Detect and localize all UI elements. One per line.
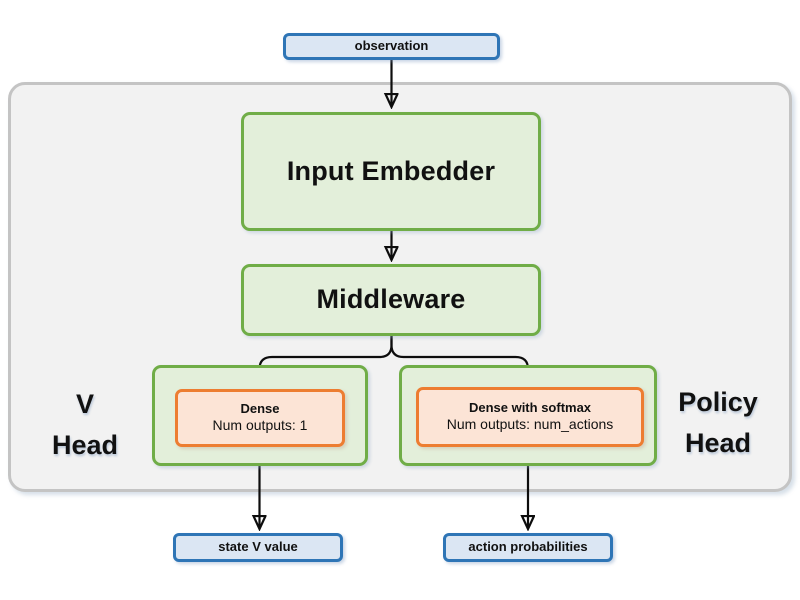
- policy-head-dense-subtitle: Num outputs: num_actions: [446, 416, 614, 433]
- action-probabilities-node: action probabilities: [443, 533, 613, 562]
- v-head-dense-title: Dense: [240, 401, 280, 417]
- middleware-node: Middleware: [241, 264, 541, 336]
- input-embedder-node: Input Embedder: [241, 112, 541, 231]
- v-head-label: V Head: [25, 384, 145, 465]
- middleware-label: Middleware: [316, 284, 466, 315]
- policy-head-label: Policy Head: [655, 382, 781, 463]
- v-head-label-line1: V: [75, 389, 94, 419]
- policy-head-dense-node: Dense with softmax Num outputs: num_acti…: [416, 387, 644, 447]
- state-v-value-node: state V value: [173, 533, 343, 562]
- v-head-label-line2: Head: [51, 429, 119, 460]
- policy-head-label-line2: Head: [684, 427, 752, 458]
- observation-label: observation: [354, 38, 429, 54]
- input-embedder-label: Input Embedder: [286, 155, 496, 186]
- state-v-value-label: state V value: [218, 539, 298, 555]
- action-probabilities-label: action probabilities: [468, 539, 588, 555]
- observation-node: observation: [283, 33, 500, 60]
- policy-head-dense-title: Dense with softmax: [468, 400, 592, 416]
- v-head-dense-subtitle: Num outputs: 1: [212, 417, 308, 434]
- v-head-dense-node: Dense Num outputs: 1: [175, 389, 345, 447]
- policy-head-label-line1: Policy: [678, 387, 758, 417]
